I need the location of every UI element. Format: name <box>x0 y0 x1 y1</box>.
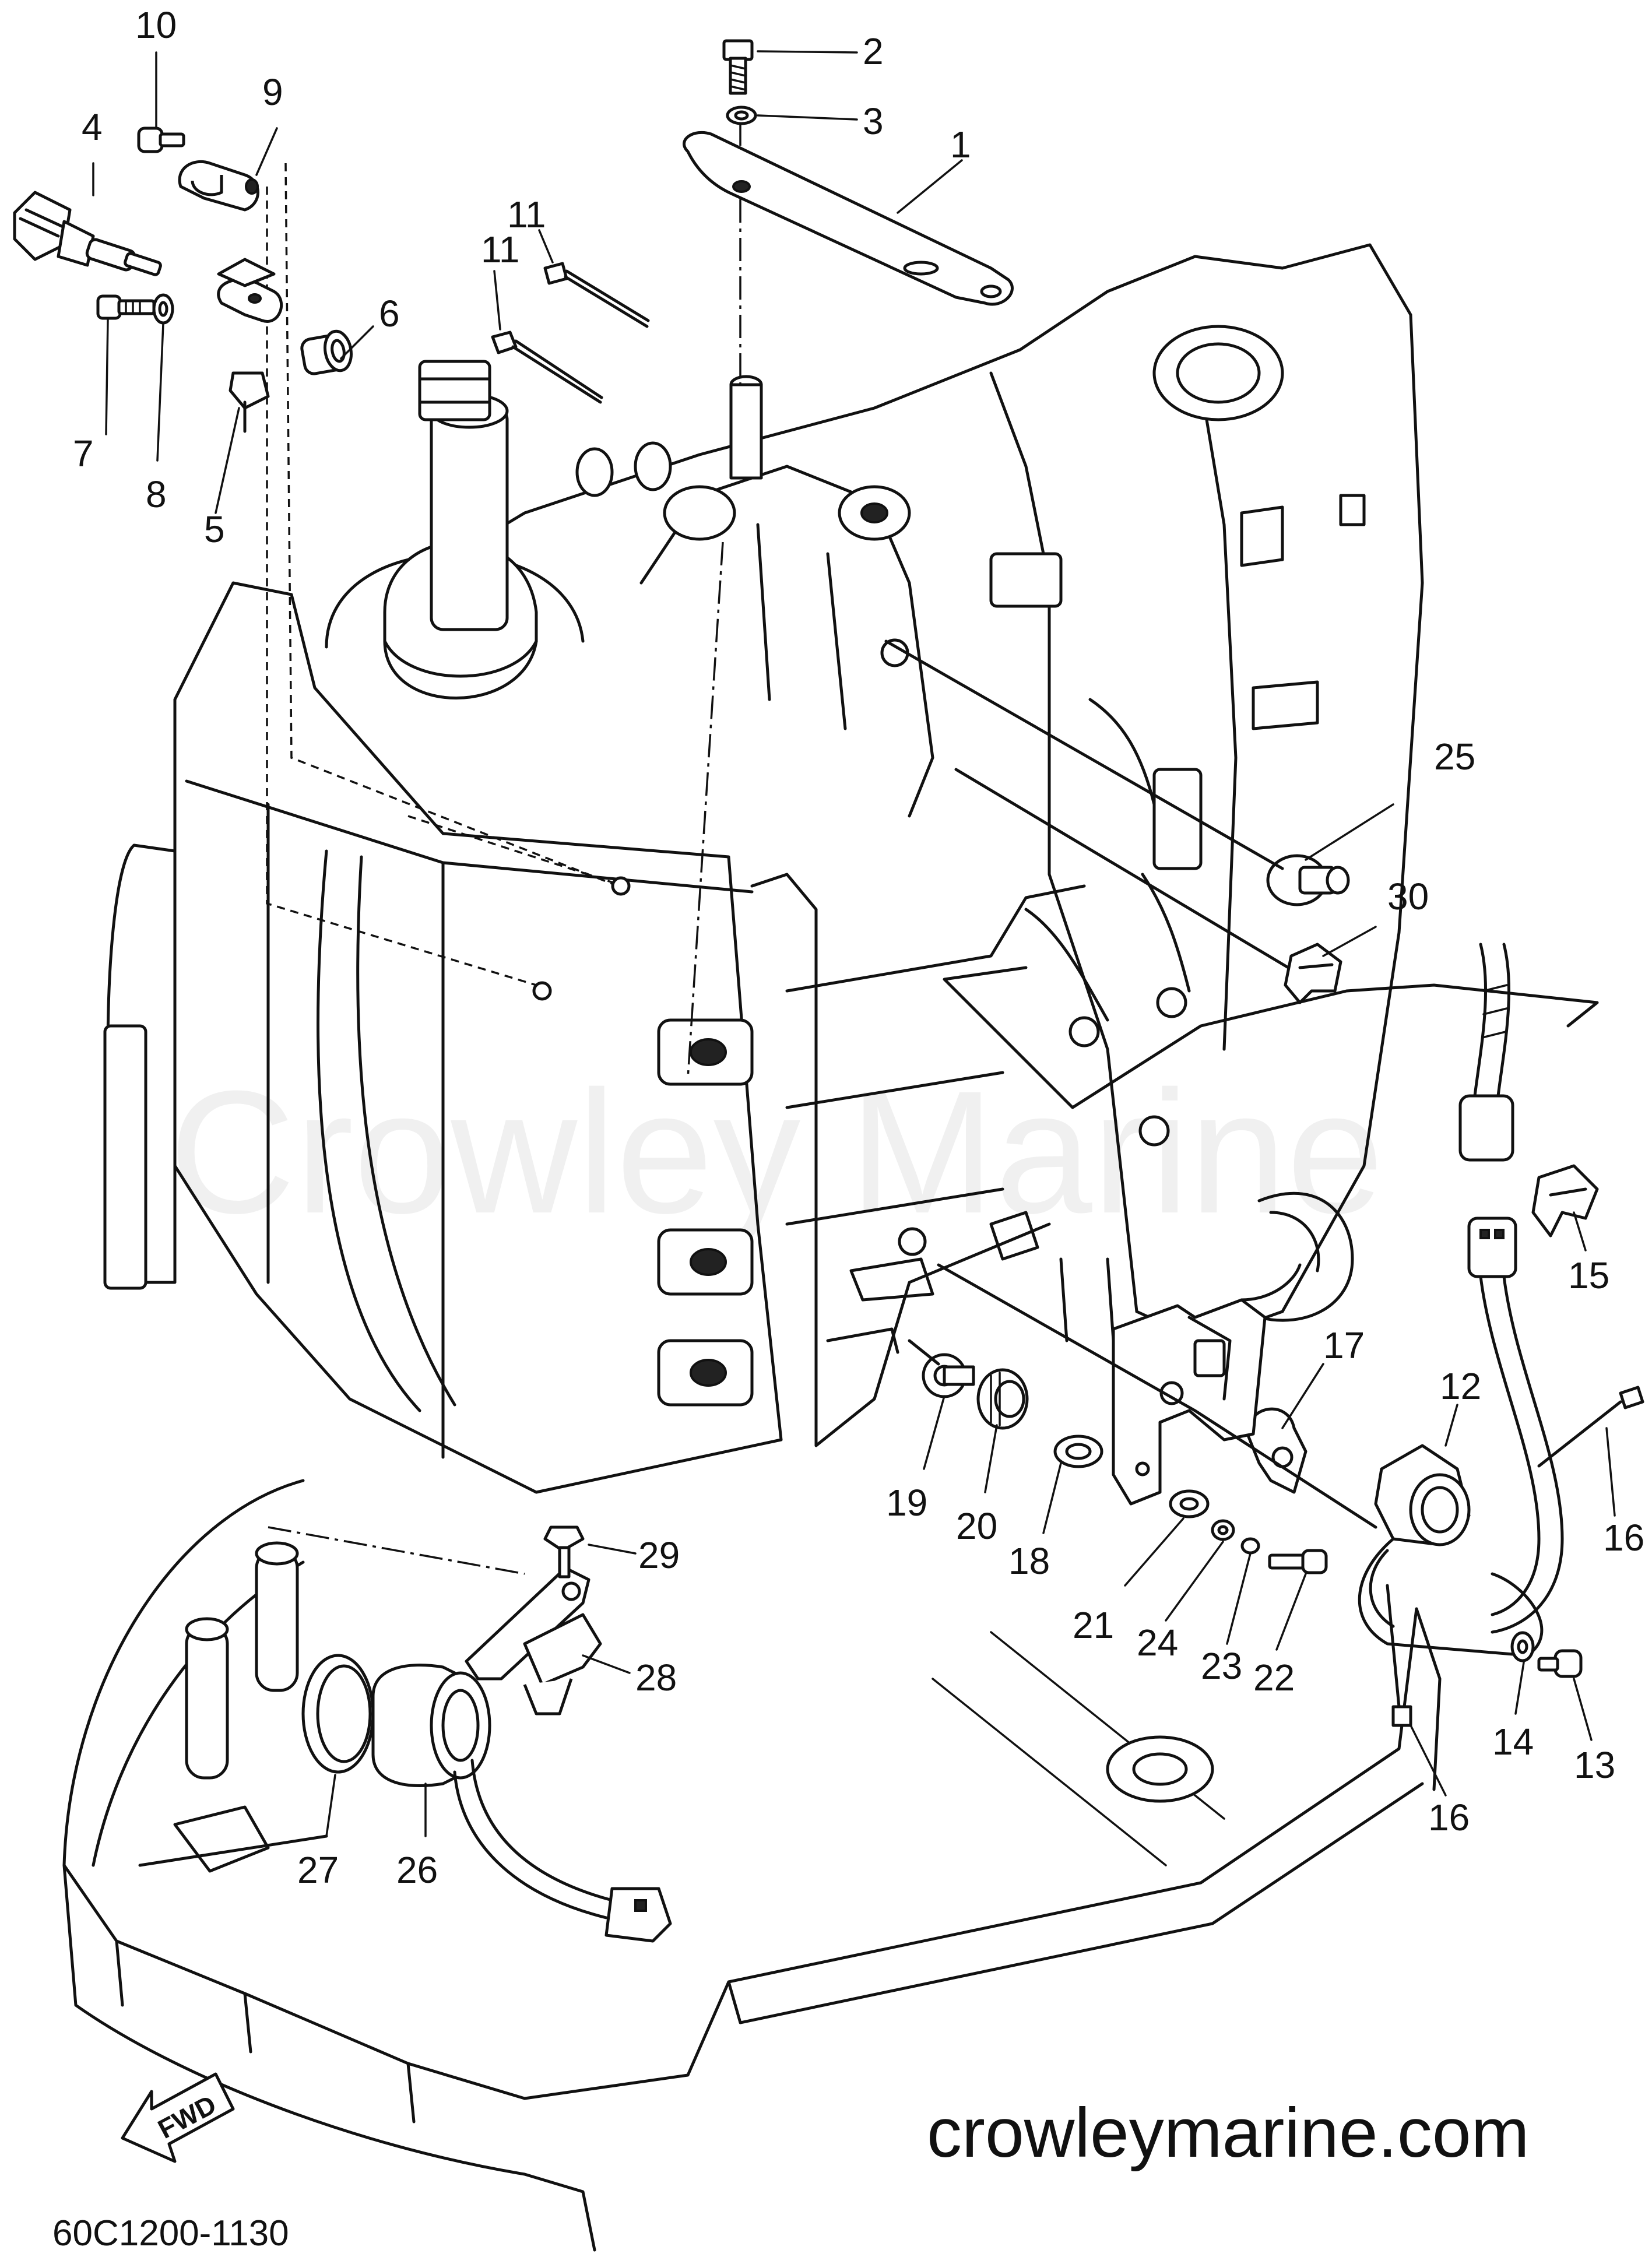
grommet-part <box>300 329 353 375</box>
callout-11b: 11 <box>507 194 546 235</box>
callout-25: 25 <box>1434 736 1475 778</box>
callout-3: 3 <box>863 100 884 142</box>
cable-tie-part <box>543 262 650 328</box>
callout-16a: 16 <box>1603 1517 1644 1559</box>
callout-23: 23 <box>1201 1645 1242 1687</box>
bracket-plate-part <box>683 131 1014 306</box>
grommet-part <box>976 1368 1029 1430</box>
watermark-text: Crowley Marine <box>169 1054 1384 1251</box>
clamp-bracket-part <box>465 1566 602 1715</box>
callout-6: 6 <box>379 293 400 335</box>
callout-9: 9 <box>262 71 283 113</box>
callout-18: 18 <box>1008 1540 1050 1582</box>
bolt-part <box>96 294 156 320</box>
washer-part <box>1211 1519 1235 1541</box>
callout-30: 30 <box>1387 876 1429 917</box>
screw-part <box>1268 1549 1328 1574</box>
screw-part <box>1537 1649 1583 1678</box>
callout-1: 1 <box>950 124 971 166</box>
connector-housing-part <box>371 1664 672 1943</box>
callout-29: 29 <box>638 1534 680 1576</box>
cable-tie-part <box>1537 1386 1644 1468</box>
callout-13: 13 <box>1574 1744 1615 1786</box>
washer-part <box>1510 1631 1535 1662</box>
diagram-code: 60C1200-1130 <box>52 2213 289 2254</box>
callout-15: 15 <box>1568 1254 1609 1296</box>
sensor-part <box>13 191 162 276</box>
leader-lines <box>92 50 1616 1837</box>
website-text: crowleymarine.com <box>927 2094 1530 2172</box>
callout-12: 12 <box>1440 1365 1481 1407</box>
pressure-sensor-part <box>1266 854 1350 906</box>
callout-20: 20 <box>956 1505 997 1547</box>
hole-marker <box>532 981 552 1001</box>
screw-part <box>543 1525 585 1579</box>
callout-11a: 11 <box>481 228 519 270</box>
gasket-part <box>1053 1435 1103 1468</box>
callout-21: 21 <box>1073 1604 1114 1646</box>
callout-14: 14 <box>1492 1721 1534 1763</box>
callout-28: 28 <box>635 1657 677 1699</box>
callout-4: 4 <box>82 106 103 148</box>
callout-17: 17 <box>1323 1324 1365 1366</box>
callout-19: 19 <box>886 1482 927 1524</box>
mounting-bracket <box>1112 1263 1302 1506</box>
bolt-part <box>722 39 754 95</box>
callout-26: 26 <box>396 1849 438 1891</box>
callout-22: 22 <box>1253 1657 1295 1699</box>
collar-part <box>922 1353 975 1398</box>
callouts: 2 3 1 4 5 6 7 8 9 10 11 11 12 13 14 15 1… <box>73 4 1644 1891</box>
callout-8: 8 <box>146 473 167 515</box>
callout-2: 2 <box>863 30 884 72</box>
hole-marker <box>611 876 631 896</box>
lock-washer-part <box>1240 1537 1260 1555</box>
callout-16b: 16 <box>1428 1797 1470 1838</box>
engine-block <box>103 243 1424 1494</box>
washer-part <box>152 293 174 325</box>
wire-harness <box>1458 943 1564 1634</box>
callout-27: 27 <box>297 1849 339 1891</box>
washer-part <box>1169 1489 1210 1518</box>
o-ring-part <box>301 1654 375 1774</box>
callout-5: 5 <box>204 508 225 550</box>
clamp-bracket-part <box>217 258 283 433</box>
screw-part <box>137 126 185 153</box>
callout-7: 7 <box>73 433 94 474</box>
cowling-posts <box>185 1541 299 1780</box>
callout-10: 10 <box>135 4 177 46</box>
bottom-cowling <box>62 1479 1442 2252</box>
cable-tie-part <box>491 331 603 404</box>
clip-part <box>1284 943 1342 1004</box>
clip-part <box>1531 1164 1599 1238</box>
clamp-part <box>178 160 259 212</box>
washer-part <box>726 106 757 125</box>
callout-24: 24 <box>1137 1622 1178 1664</box>
forward-arrow-icon: FWD <box>121 2072 235 2163</box>
cable-tie-part <box>1386 1584 1412 1727</box>
